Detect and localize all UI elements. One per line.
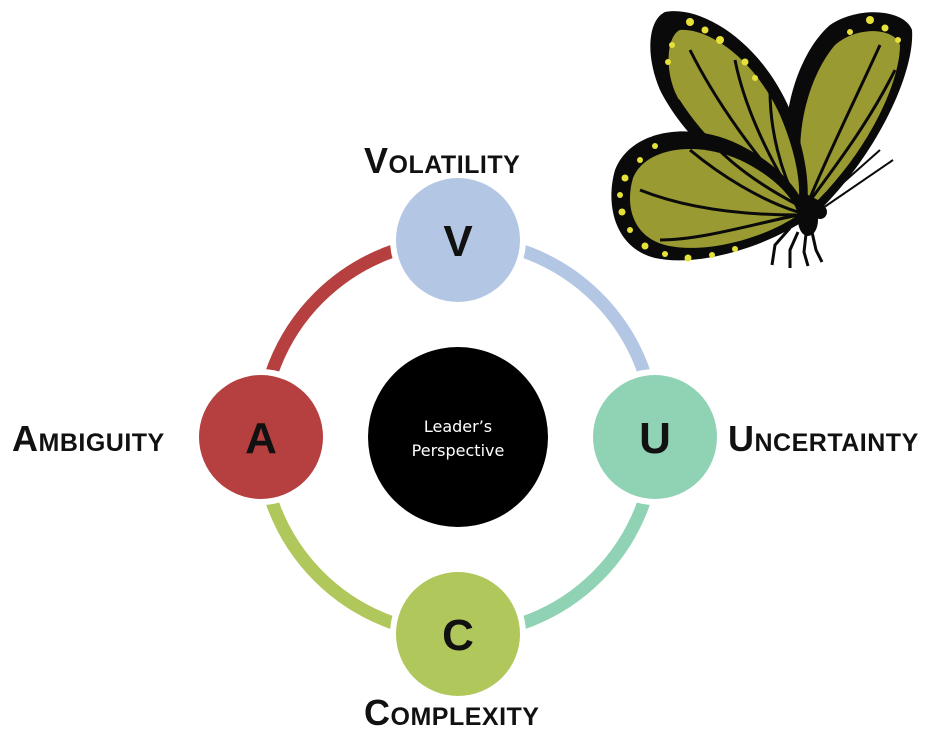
label-ambiguity: Ambiguity [12, 418, 165, 460]
label-uncertainty-initial: U [728, 418, 755, 459]
node-complexity [396, 572, 520, 696]
node-letter-uncertainty: U [639, 414, 671, 463]
node-volatility [396, 178, 520, 302]
node-uncertainty [593, 375, 717, 499]
node-letter-complexity: C [442, 611, 474, 660]
label-uncertainty-rest: ncertainty [754, 429, 919, 457]
node-letter-volatility: V [443, 217, 473, 266]
node-letter-ambiguity: A [245, 414, 277, 463]
center-text-line1: Leader’s [424, 417, 492, 436]
label-complexity: Complexity [364, 692, 539, 734]
label-complexity-initial: C [364, 692, 391, 733]
label-complexity-rest: omplexity [390, 703, 540, 731]
label-ambiguity-initial: A [12, 418, 39, 459]
label-uncertainty: Uncertainty [728, 418, 919, 460]
label-volatility: Volatility [364, 140, 520, 182]
label-volatility-rest: olatility [388, 151, 521, 179]
label-volatility-initial: V [364, 140, 389, 181]
label-ambiguity-rest: mbiguity [38, 429, 165, 457]
butterfly-illustration [611, 11, 913, 268]
center-text-line2: Perspective [412, 441, 505, 460]
center-circle [368, 347, 548, 527]
node-ambiguity [199, 375, 323, 499]
